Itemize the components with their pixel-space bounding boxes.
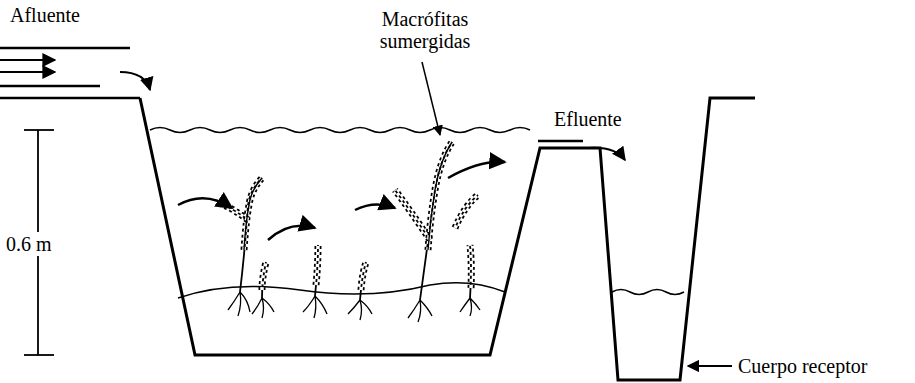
macrophyte-label: Macrófitas sumergidas: [365, 8, 485, 52]
depth-dimension: 0.6 m: [4, 232, 54, 256]
outlet-label: Efluente: [554, 108, 622, 130]
inlet-label: Afluente: [10, 4, 80, 26]
receiving-body-label: Cuerpo receptor: [738, 355, 867, 377]
